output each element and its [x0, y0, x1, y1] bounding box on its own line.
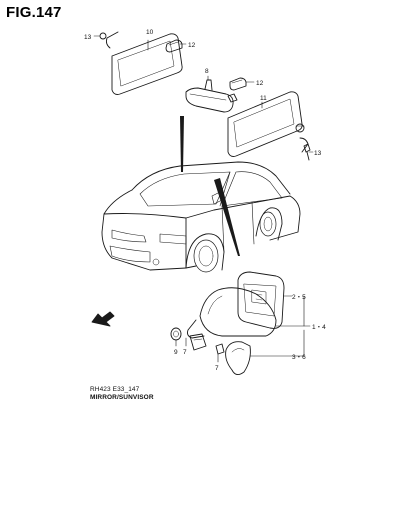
callout-3-6: 3・6 — [292, 354, 306, 361]
leaders-lower — [175, 295, 311, 363]
callout-9: 9 — [174, 349, 178, 356]
callout-13-left: 13 — [84, 34, 92, 41]
mirror-cover — [225, 341, 251, 375]
callout-12-right: 12 — [256, 80, 264, 87]
callout-10: 10 — [146, 29, 154, 36]
callout-2-5: 2・5 — [292, 294, 306, 301]
sunvisor-clip-left — [165, 39, 183, 53]
sunvisor-right — [227, 91, 309, 157]
mirror-glass — [237, 271, 285, 329]
callout-7-lower: 7 — [215, 365, 219, 372]
pointer-door-mirror — [214, 178, 240, 256]
figure-caption: MIRROR/SUNVISOR — [90, 394, 154, 401]
callout-12-left: 12 — [188, 42, 196, 49]
grommet — [170, 327, 182, 341]
car-illustration — [101, 161, 301, 273]
callout-1-4: 1・4 — [312, 324, 326, 331]
pointer-interior — [180, 116, 184, 172]
callout-13-right: 13 — [314, 150, 322, 157]
screw-right — [303, 143, 311, 161]
figure-title: FIG.147 — [6, 4, 62, 21]
callout-11: 11 — [260, 95, 267, 102]
door-mirror-assembly — [187, 287, 277, 339]
sunvisor-left — [99, 31, 183, 95]
figure-code: RH423 E33_147 — [90, 386, 140, 393]
cap — [215, 343, 225, 355]
leaders-upper — [93, 35, 314, 153]
front-arrow — [91, 311, 115, 327]
rearview-mirror — [185, 79, 234, 113]
callout-7-left: 7 — [183, 349, 187, 356]
callout-8: 8 — [205, 68, 209, 75]
sunvisor-clip-right — [227, 77, 247, 103]
pad — [189, 333, 207, 351]
